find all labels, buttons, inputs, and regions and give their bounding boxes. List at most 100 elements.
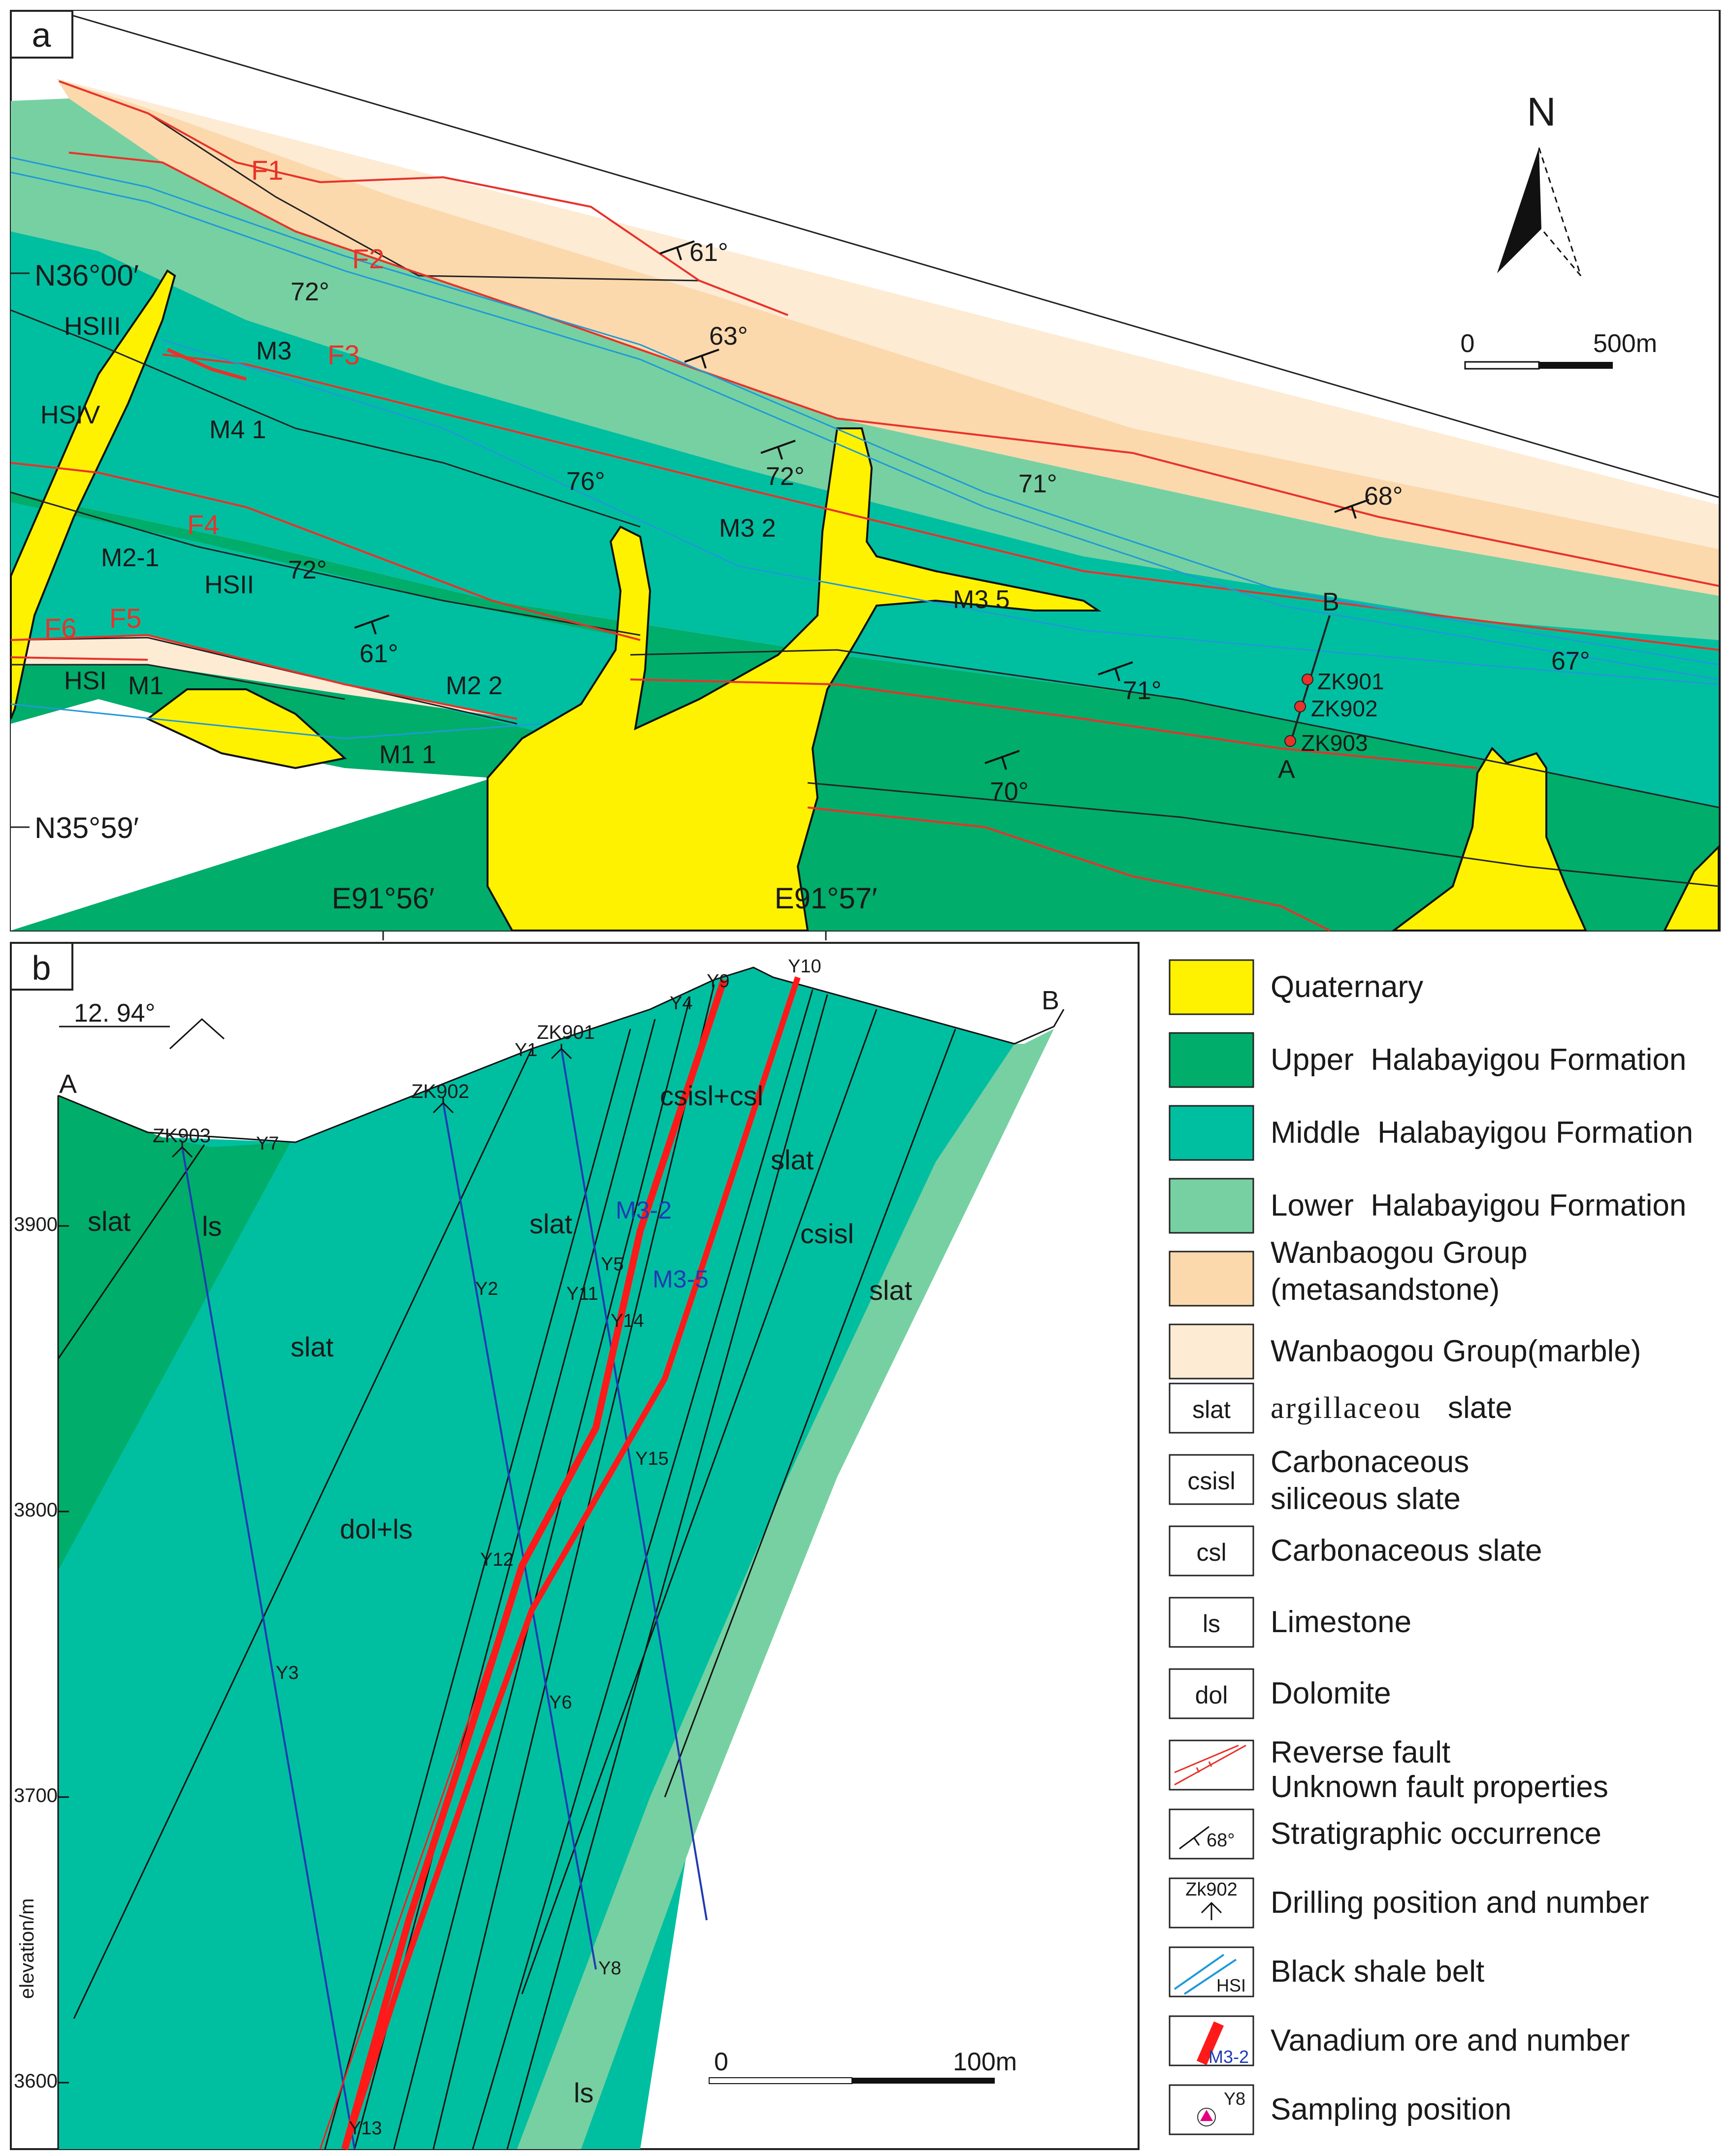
fault-f2 [68, 152, 1719, 587]
fault-f3 [162, 354, 1719, 651]
legend-symbol-ls: ls [1203, 1610, 1220, 1638]
lon-right-label: E91°57′ [775, 882, 878, 915]
ore-label-m1-1: M1 1 [379, 740, 436, 769]
fault-label-f2: F2 [352, 243, 384, 274]
section-upper-formation [58, 1095, 291, 1571]
panel-b-tag: b [32, 949, 51, 987]
lithology-contacts [57, 984, 956, 2150]
ore-label-m3-5-section: M3-5 [653, 1265, 709, 1293]
quaternary-lobe-3 [1663, 844, 1720, 932]
legend-wanbaogou-2: Wanbaogou Group(marble) [1271, 1334, 1641, 1368]
dip-label-9: 61° [359, 640, 398, 668]
dip-label-1: 61° [689, 238, 728, 267]
legend-symbol-sample: Y8 [1224, 2089, 1245, 2109]
map-scale-zero: 0 [1461, 329, 1475, 358]
legend-upper: Upper Halabayigou Formation [1271, 1043, 1686, 1077]
drill-zk903-map [1284, 735, 1296, 747]
legend-carbonaceous-1: Carbonaceous [1271, 1445, 1469, 1479]
legend-fault-icon [1174, 1744, 1246, 1786]
elev-axis-label: elevation/m [16, 1898, 38, 1999]
legend-drilling: Drilling position and number [1271, 1886, 1649, 1920]
ore-label-m3: M3 [256, 337, 292, 365]
lith-slat-3: slat [529, 1208, 573, 1239]
unit-marble [57, 79, 1719, 549]
dip-label-7: 76° [566, 467, 605, 496]
dip-label-5: 71° [1018, 470, 1057, 498]
sample-y7: Y7 [256, 1133, 279, 1154]
legend-siliceous-slate: siliceous slate [1271, 1482, 1461, 1516]
section-label-b-map: B [1322, 588, 1339, 616]
section-label-a-map: A [1278, 755, 1295, 784]
section-lower-formation [517, 1029, 1054, 2149]
sample-y4: Y4 [670, 993, 692, 1014]
legend-symbol-csisl: csisl [1187, 1467, 1235, 1495]
fault-mid [630, 678, 1478, 769]
lith-ls-2: ls [574, 2077, 593, 2108]
shale-label-hsiv: HSIV [40, 401, 100, 429]
ore-label-m3-5: M3 5 [953, 585, 1010, 614]
north-arrow-icon [1497, 148, 1541, 273]
sample-y11: Y11 [566, 1284, 598, 1304]
drill-label-zk901-map: ZK901 [1317, 669, 1384, 694]
lith-dol-ls: dol+ls [340, 1513, 413, 1545]
legend-sampling: Sampling position [1271, 2092, 1511, 2126]
lithology-labels: slat ls slat slat dol+ls csisl+csl slat … [88, 1080, 913, 2108]
fault-f4 [10, 462, 641, 641]
panel-a-map: a N36°00′ N35°59′ E91°56′ E91°57′ N 0 50… [10, 10, 1721, 940]
sample-labels: Y7 Y1 Y4 Y9 Y10 Y2 Y5 Y11 Y14 Y15 Y12 Y3… [256, 956, 821, 2139]
section-scale-label: 100m [953, 2048, 1017, 2076]
faults [10, 80, 1719, 932]
elev-tick-3600: 3600 [14, 2070, 58, 2092]
dip-label-3: 63° [709, 322, 748, 351]
lith-slat-5: slat [869, 1275, 913, 1306]
lith-slat-1: slat [88, 1206, 131, 1237]
quaternary-lobe-1 [487, 427, 1102, 932]
north-label: N [1527, 90, 1556, 134]
legend-carbonaceous-slate: Carbonaceous slate [1271, 1534, 1542, 1568]
sample-y15: Y15 [635, 1448, 669, 1469]
sample-y2: Y2 [475, 1279, 498, 1299]
legend-dolomite: Dolomite [1271, 1676, 1391, 1710]
sample-y6: Y6 [549, 1692, 572, 1713]
legend-limestone: Limestone [1271, 1605, 1411, 1639]
slope-label: 12. 94° [74, 999, 155, 1028]
ore-label-m3-2: M3 2 [719, 514, 776, 543]
sample-y10: Y10 [788, 956, 821, 977]
legend-strike-dip-icon [1179, 1826, 1209, 1850]
legend-symbol-csl: csl [1196, 1539, 1226, 1566]
sample-y12: Y12 [480, 1549, 514, 1570]
lat-bottom-label: N35°59′ [34, 811, 139, 844]
legend-symbol-dol: dol [1195, 1681, 1228, 1709]
dip-label-8: 72° [288, 556, 327, 584]
legend-symbol-slat: slat [1192, 1396, 1231, 1423]
section-end-a: A [59, 1069, 77, 1099]
legend-sample-icon [1200, 2110, 1213, 2121]
legend-symbol-ore: M3-2 [1208, 2047, 1249, 2067]
fault-lower [807, 806, 1330, 932]
unit-lower-halabayigou [11, 98, 1719, 640]
drill-label-zk902: ZK902 [411, 1081, 469, 1102]
lith-csisl-csl: csisl+csl [660, 1080, 763, 1111]
fault-label-f5: F5 [109, 603, 141, 634]
sample-y8: Y8 [598, 1958, 621, 1979]
legend-wanbaogou-1b: (metasandstone) [1271, 1273, 1500, 1307]
map-outside-area [11, 699, 492, 931]
boreholes [181, 1048, 708, 2150]
ore-label-m1: M1 [128, 672, 163, 700]
legend-unknown-fault: Unknown fault properties [1271, 1770, 1608, 1804]
legend: Quaternary Upper Halabayigou Formation M… [1169, 959, 1693, 2135]
ore-label-m2-2: M2 2 [446, 672, 503, 700]
drill-label-zk903-map: ZK903 [1301, 730, 1368, 756]
sample-y14: Y14 [611, 1311, 644, 1331]
drill-label-zk902-map: ZK902 [1311, 696, 1378, 721]
map-outside-top [11, 11, 1719, 497]
sample-y5: Y5 [601, 1254, 623, 1275]
ore-label-m2-1: M2-1 [101, 544, 159, 572]
lith-slat-2: slat [291, 1331, 334, 1362]
shale-label-hsii: HSII [204, 571, 254, 599]
sample-y13: Y13 [349, 2118, 382, 2139]
section-scale-zero: 0 [714, 2048, 728, 2076]
fault-f5 [10, 634, 518, 720]
legend-lower: Lower Halabayigou Formation [1271, 1189, 1686, 1223]
